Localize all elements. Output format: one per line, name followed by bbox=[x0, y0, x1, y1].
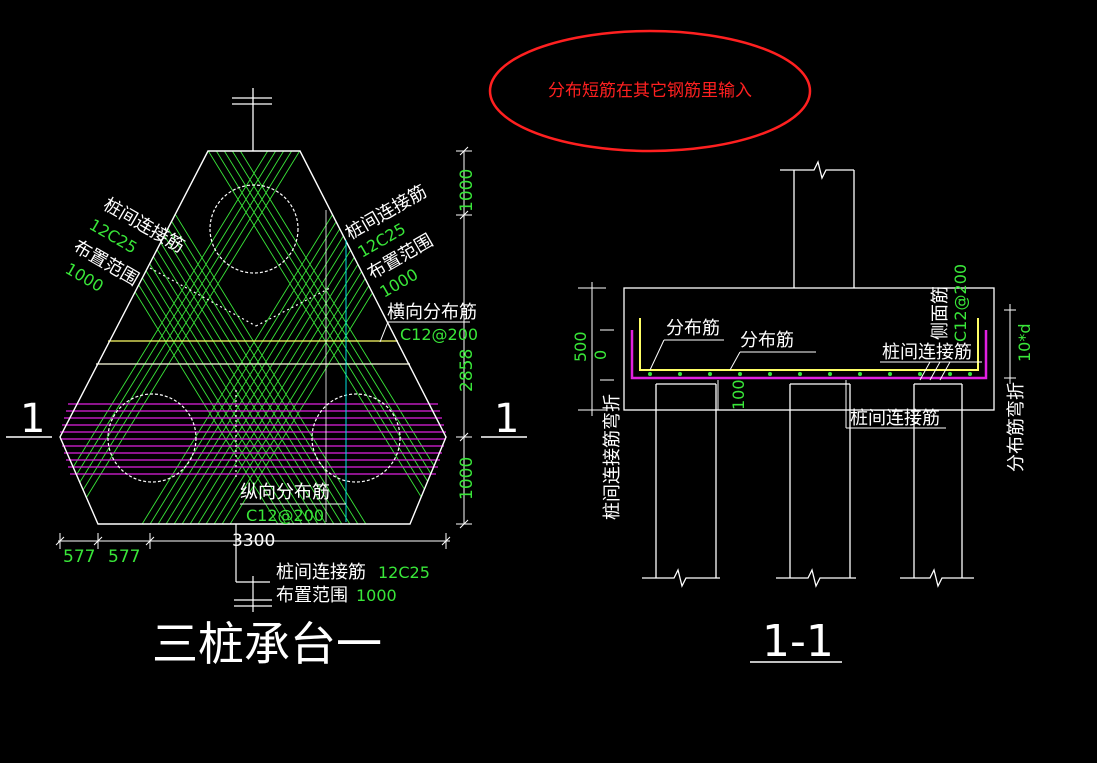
pile-top bbox=[209, 184, 299, 274]
diagonal-bar-band-right bbox=[60, 151, 446, 524]
bottom-bar-spec: 12C25 bbox=[378, 563, 430, 582]
section-dist-bar bbox=[639, 318, 979, 371]
dim-left-1: 577 bbox=[63, 547, 95, 567]
range-lines bbox=[149, 267, 331, 480]
pile-right bbox=[311, 393, 401, 483]
transverse-label: 横向分布筋 bbox=[387, 302, 477, 323]
section-conn-label-bottom: 桩间连接筋 bbox=[850, 408, 940, 429]
dimension-horizontal bbox=[55, 533, 451, 549]
pile-cap-plan: 1 1 1000 2858 1000 577 bbox=[6, 88, 527, 671]
section-bar-dots bbox=[648, 372, 972, 376]
section-dim-0: 0 bbox=[591, 350, 610, 360]
section-dist-label-1: 分布筋 bbox=[666, 318, 720, 339]
dimension-vertical bbox=[456, 146, 472, 529]
bottom-bar-label: 桩间连接筋 bbox=[276, 562, 366, 583]
section-view: 分布筋 分布筋 桩间连接筋 桩间连接筋 侧面筋 C12@200 10*d 分布筋… bbox=[571, 160, 1034, 667]
dim-width: 3300 bbox=[232, 531, 275, 551]
note-text: 分布短筋在其它钢筋里输入 bbox=[548, 81, 752, 101]
section-dist-bend: 分布筋弯折 bbox=[1006, 382, 1027, 472]
dim-left-2: 577 bbox=[108, 547, 140, 567]
section-mark-left: 1 bbox=[20, 396, 45, 442]
column-stub-top bbox=[232, 88, 272, 151]
section-bottom-bar bbox=[630, 330, 988, 380]
pile-cap-outline bbox=[59, 150, 447, 525]
dim-bottom: 1000 bbox=[457, 457, 477, 500]
section-column bbox=[780, 160, 855, 288]
column-stub-bottom bbox=[234, 524, 272, 612]
longitudinal-label: 纵向分布筋 bbox=[240, 482, 330, 503]
section-mark-right: 1 bbox=[494, 396, 519, 442]
section-conn-bend: 桩间连接筋弯折 bbox=[602, 394, 623, 520]
section-piles bbox=[642, 383, 974, 588]
section-side-label: 侧面筋 bbox=[930, 286, 951, 340]
section-side-spec: C12@200 bbox=[951, 264, 970, 342]
section-conn-label-right: 桩间连接筋 bbox=[882, 342, 972, 363]
plan-title: 三桩承台一 bbox=[152, 617, 382, 671]
section-dim-500: 500 bbox=[571, 331, 590, 362]
section-dim-10d: 10*d bbox=[1015, 323, 1034, 362]
section-dist-label-2: 分布筋 bbox=[740, 330, 794, 351]
note-ellipse bbox=[488, 29, 812, 153]
section-cap bbox=[623, 287, 995, 411]
dim-mid: 2858 bbox=[457, 349, 477, 392]
bottom-range-label: 布置范围 bbox=[276, 585, 348, 606]
transverse-spec: C12@200 bbox=[400, 325, 478, 344]
cyan-leaders bbox=[325, 210, 347, 522]
dim-top: 1000 bbox=[457, 169, 477, 212]
bottom-range-value: 1000 bbox=[356, 586, 397, 605]
pile-left bbox=[107, 393, 197, 483]
section-title: 1-1 bbox=[762, 616, 834, 667]
longitudinal-spec: C12@200 bbox=[246, 506, 324, 525]
horizontal-bar-band bbox=[60, 403, 446, 475]
section-dim-100: 100 bbox=[729, 379, 748, 410]
section-leaders bbox=[578, 282, 1016, 429]
